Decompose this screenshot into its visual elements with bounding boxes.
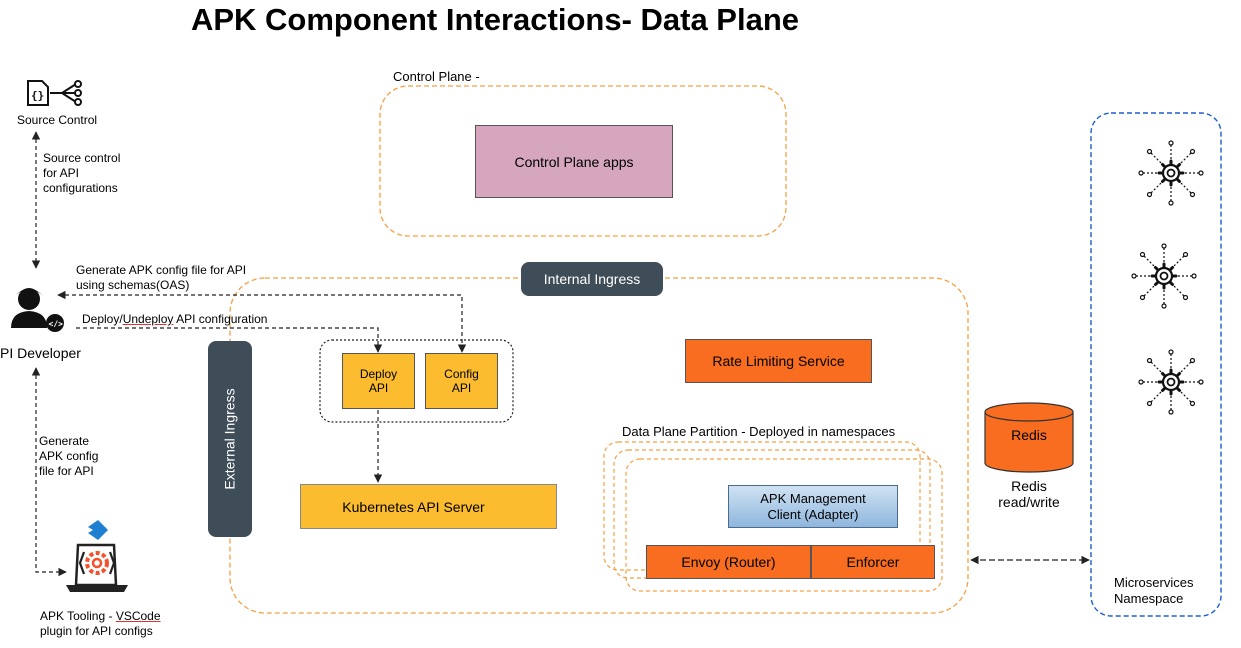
source-control-icon: {} (27, 80, 82, 106)
deploy-api-connector (76, 327, 383, 353)
tooling-label: APK Tooling - VSCode plugin for API conf… (40, 609, 161, 638)
generate-config-label: Generate APK config file for API using s… (76, 263, 247, 292)
redis-read-write-label: Redis read/write (998, 478, 1060, 510)
config-api-connector (57, 290, 467, 353)
svg-text:</>: </> (49, 320, 64, 329)
deploy-undeploy-label: Deploy/Undeploy API configuration (82, 312, 268, 326)
partition-layer-3 (625, 458, 943, 592)
envoy-router-box: Envoy (Router) (646, 545, 811, 579)
source-control-label: Source Control (17, 113, 98, 127)
microservices-container (1090, 112, 1222, 617)
kubernetes-api-server-box: Kubernetes API Server (300, 484, 557, 529)
microservices-label: Microservices Namespace (1114, 575, 1194, 606)
microservice-gear-icon (1137, 348, 1205, 416)
control-plane-container (379, 85, 787, 237)
api-developer-label: PI Developer (0, 345, 81, 361)
generate-tooling-label: Generate APK config file for API (39, 434, 99, 478)
partition-label: Data Plane Partition - Deployed in names… (622, 424, 896, 439)
external-ingress-box: External Ingress (208, 341, 252, 537)
rate-limiting-service-box: Rate Limiting Service (685, 339, 872, 383)
microservice-gear-icon (1137, 139, 1205, 207)
enforcer-box: Enforcer (811, 545, 935, 579)
developer-icon: </> (11, 288, 64, 332)
redis-label: Redis (1011, 427, 1047, 443)
control-plane-apps-box: Control Plane apps (475, 125, 673, 198)
microservice-gear-icon (1130, 242, 1198, 310)
vscode-tooling-icon (66, 520, 128, 592)
redis-cylinder-icon (984, 402, 1074, 473)
control-plane-label: Control Plane - (393, 69, 480, 84)
svg-text:{}: {} (31, 89, 44, 102)
page-title: APK Component Interactions- Data Plane (190, 2, 800, 37)
internal-ingress-box: Internal Ingress (521, 262, 663, 296)
source-control-note: Source control for API configurations (43, 151, 121, 195)
tooling-connector (31, 367, 67, 577)
